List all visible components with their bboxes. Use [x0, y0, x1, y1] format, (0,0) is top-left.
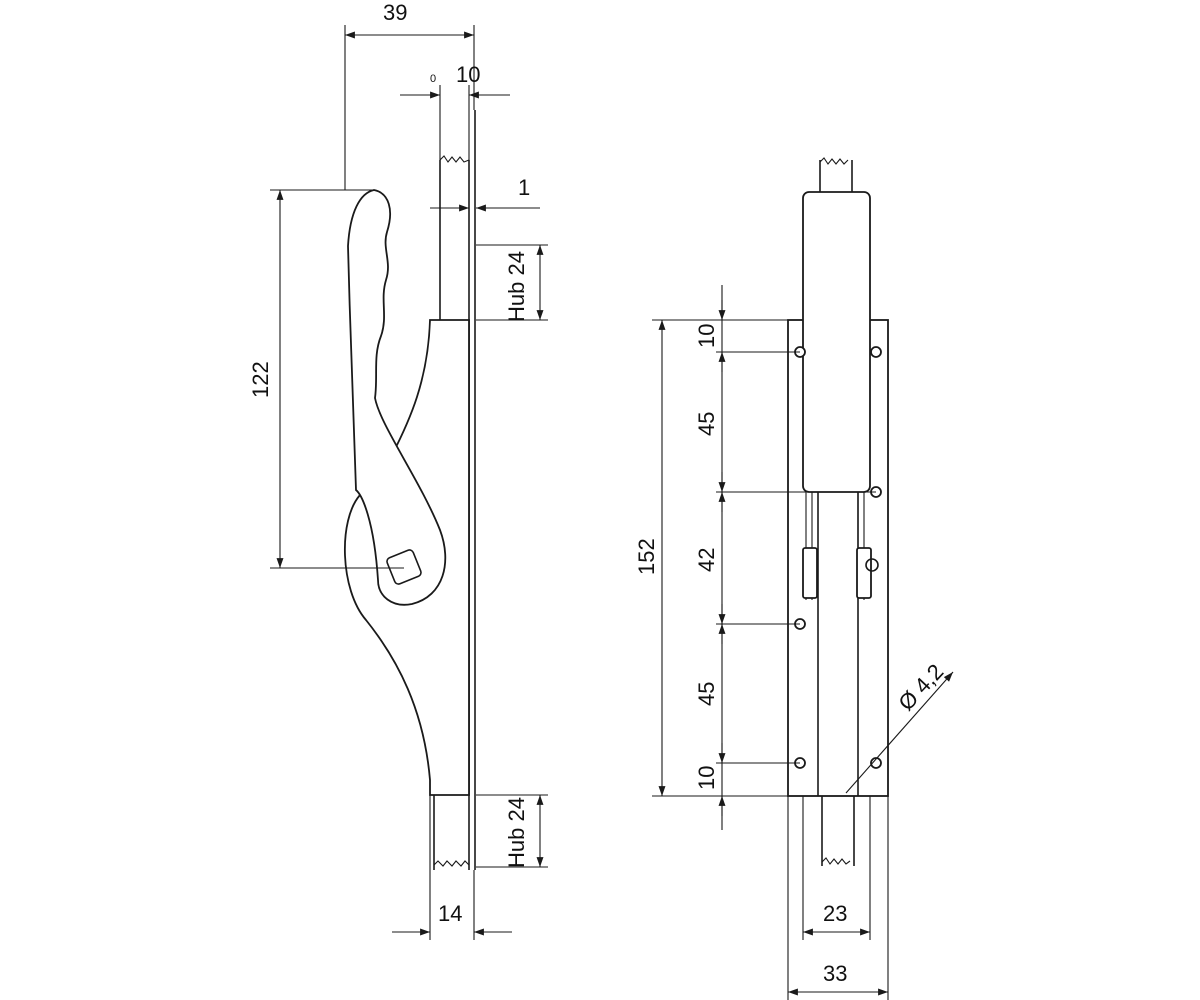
- svg-text:45: 45: [694, 412, 719, 436]
- svg-text:122: 122: [248, 361, 273, 398]
- svg-text:33: 33: [823, 961, 847, 986]
- svg-text:152: 152: [634, 538, 659, 575]
- svg-text:0: 0: [430, 73, 436, 85]
- dim-hub-24-bottom: Hub 24: [476, 794, 548, 868]
- dim-122: 122: [248, 189, 404, 569]
- front-top-rod: [819, 157, 853, 192]
- dim-33: 33: [787, 796, 889, 1000]
- side-bottom-rod: [433, 795, 470, 870]
- front-view: 152 10 45 42 45 10 Ø 4,2: [634, 157, 954, 1000]
- dim-10-thickness: 0 10: [400, 62, 510, 160]
- svg-text:42: 42: [694, 548, 719, 572]
- lever-handle: [347, 189, 447, 606]
- svg-text:23: 23: [823, 901, 847, 926]
- bolt-housing: [802, 191, 871, 493]
- latch-mechanism: [802, 492, 879, 600]
- dim-hub-24-top: Hub 24: [476, 244, 548, 322]
- svg-text:10: 10: [694, 324, 719, 348]
- dim-39: 39: [344, 0, 475, 190]
- dim-chain: 10 45 42 45 10: [694, 285, 876, 830]
- side-view: 39 0 10 1 Hub 24 Hub 24: [248, 0, 548, 940]
- dim-23: 23: [802, 796, 871, 940]
- svg-text:39: 39: [383, 0, 407, 25]
- svg-text:10: 10: [456, 62, 480, 87]
- svg-text:10: 10: [694, 766, 719, 790]
- svg-text:1: 1: [518, 175, 530, 200]
- front-bottom-rod: [821, 796, 855, 866]
- svg-text:14: 14: [438, 901, 462, 926]
- dim-1-gap: 1: [430, 175, 540, 212]
- dim-14: 14: [392, 795, 512, 940]
- spindle-square: [386, 549, 422, 585]
- svg-text:45: 45: [694, 682, 719, 706]
- svg-text:Hub 24: Hub 24: [504, 797, 529, 868]
- side-top-rod: [439, 155, 470, 320]
- svg-text:Hub 24: Hub 24: [504, 251, 529, 322]
